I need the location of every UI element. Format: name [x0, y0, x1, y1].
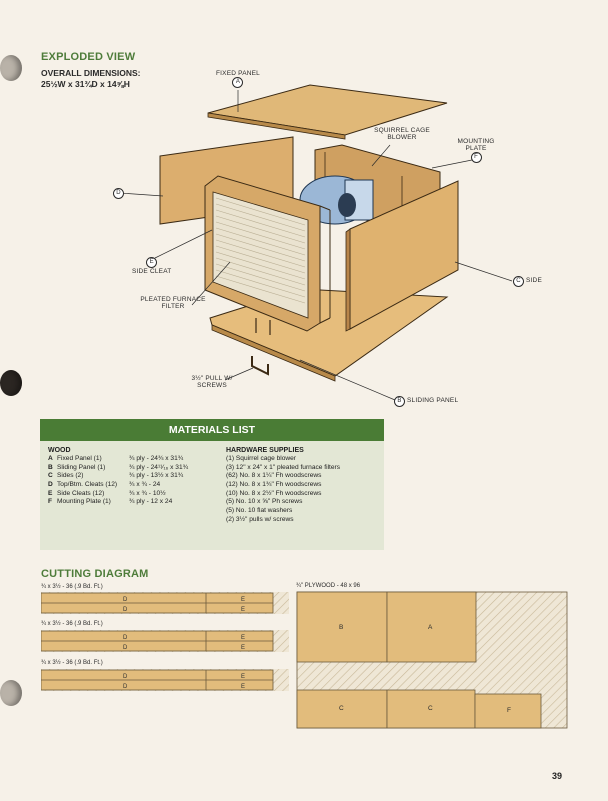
callout-pleated-filter: PLEATED FURNACE FILTER [140, 296, 206, 310]
svg-text:E: E [241, 674, 245, 680]
stock-board: DD EE [41, 592, 289, 614]
svg-text:E: E [241, 597, 245, 603]
hardware-item: (5) No. 10 flat washers [226, 507, 293, 515]
cut-label-a: A [428, 624, 433, 631]
cutting-diagram-heading: CUTTING DIAGRAM [41, 568, 149, 580]
stock-label: ¾ x 3½ - 36 (.9 Bd. Ft.) [41, 660, 103, 666]
callout-sliding-panel: B SLIDING PANEL [394, 396, 458, 407]
svg-text:E: E [241, 684, 245, 690]
wood-header: WOOD [48, 447, 71, 454]
svg-text:E: E [241, 645, 245, 651]
callout-back-panel: D [113, 188, 124, 199]
dimensions-value: 25½W x 31¾D x 14⅝H [41, 79, 130, 89]
letter-b-marker: B [394, 396, 405, 407]
svg-text:E: E [241, 635, 245, 641]
punch-hole [0, 370, 22, 396]
cut-part-b [296, 591, 388, 663]
punch-hole [0, 680, 22, 706]
hardware-item: (12) No. 8 x 1¾" Fh woodscrews [226, 481, 322, 489]
svg-text:D: D [123, 684, 128, 690]
stock-board: DD EE [41, 669, 289, 691]
svg-text:E: E [241, 607, 245, 613]
cut-label-c: C [428, 705, 433, 712]
cut-label-c: C [339, 705, 344, 712]
svg-text:D: D [123, 635, 128, 641]
hardware-column: HARDWARE SUPPLIES (1) Squirrel cage blow… [226, 447, 376, 525]
svg-text:D: D [123, 607, 128, 613]
hardware-item: (10) No. 8 x 2½" Fh woodscrews [226, 489, 322, 497]
hardware-item: (2) 3½" pulls w/ screws [226, 515, 294, 523]
hardware-item: (62) No. 8 x 1¼" Fh woodscrews [226, 472, 322, 480]
letter-e-marker: E [146, 257, 158, 268]
svg-text:D: D [123, 597, 128, 603]
letter-c-marker: C [513, 276, 524, 287]
stock-board: DD EE [41, 630, 289, 652]
page-number: 39 [552, 771, 563, 781]
svg-text:D: D [123, 674, 128, 680]
callout-mounting-plate: MOUNTING PLATE F [452, 138, 500, 163]
plywood-label: ¾" PLYWOOD - 48 x 96 [296, 583, 361, 589]
cut-part-a [386, 591, 477, 663]
callout-side: C SIDE [513, 276, 542, 287]
callout-fixed-panel: FIXED PANEL A [216, 70, 260, 88]
stock-label: ¾ x 3½ - 36 (.9 Bd. Ft.) [41, 584, 103, 590]
dimensions-label: OVERALL DIMENSIONS: [41, 68, 141, 78]
hardware-item: (1) Squirrel cage blower [226, 455, 296, 462]
svg-text:D: D [123, 645, 128, 651]
letter-a-marker: A [232, 77, 244, 88]
hardware-header: HARDWARE SUPPLIES [226, 447, 304, 454]
hardware-item: (3) 12" x 24" x 1" pleated furnace filte… [226, 463, 341, 471]
cut-part-f [474, 693, 542, 729]
cut-label-b: B [339, 624, 344, 631]
letter-d-marker: D [113, 188, 124, 199]
callout-squirrel-blower: SQUIRREL CAGE BLOWER [374, 127, 430, 141]
materials-title: MATERIALS LIST [40, 419, 384, 441]
cut-label-f: F [507, 707, 512, 714]
letter-f-marker: F [470, 152, 482, 163]
filter-frame-shape [204, 175, 331, 332]
stock-label: ¾ x 3½ - 36 (.9 Bd. Ft.) [41, 621, 103, 627]
overall-dimensions: OVERALL DIMENSIONS: 25½W x 31¾D x 14⅝H [41, 68, 141, 90]
hardware-item: (5) No. 10 x ⅝" Ph screws [226, 498, 303, 506]
callout-pull: 3½" PULL w/ SCREWS [191, 375, 233, 389]
cut-part-c [296, 689, 388, 729]
exploded-view-heading: EXPLODED VIEW [41, 51, 136, 63]
pull-shape [251, 356, 269, 376]
punch-hole [0, 55, 22, 81]
callout-side-cleat: E SIDE CLEAT [132, 257, 172, 275]
cut-part-c [386, 689, 476, 729]
